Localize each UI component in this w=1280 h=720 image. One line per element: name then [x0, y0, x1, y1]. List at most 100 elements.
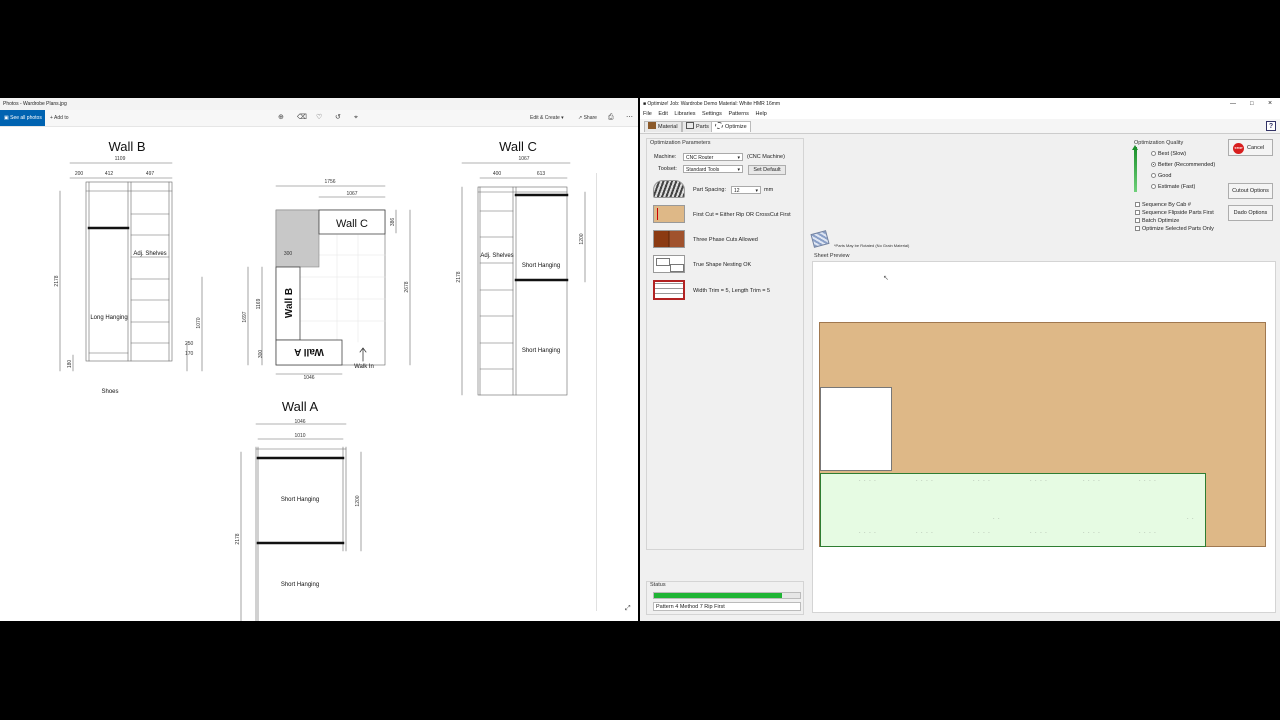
- part-marks: · · · ·: [1083, 478, 1101, 484]
- wall-b-dim-5: 1070: [196, 317, 202, 328]
- share-label: Share: [583, 115, 597, 121]
- rip-line: [657, 208, 658, 220]
- cancel-button[interactable]: STOP Cancel: [1228, 139, 1273, 156]
- nesting-icon[interactable]: [653, 255, 685, 273]
- wall-b-label-2: Shoes: [101, 389, 118, 395]
- quality-arrow: [1134, 147, 1137, 192]
- minimize-icon[interactable]: —: [1230, 101, 1236, 107]
- maximize-icon[interactable]: □: [1250, 101, 1254, 107]
- option-first-cut[interactable]: First Cut = Either Rip OR CrossCut First: [693, 212, 791, 218]
- option-three-phase[interactable]: Three Phase Cuts Allowed: [693, 237, 758, 243]
- rotate-icon[interactable]: ↺: [335, 114, 341, 121]
- quality-radio-3[interactable]: [1151, 184, 1156, 189]
- favorite-icon[interactable]: ♡: [316, 114, 323, 121]
- cutout-options-button[interactable]: Cutout Options: [1228, 183, 1273, 199]
- tab-parts[interactable]: Parts: [682, 121, 713, 132]
- set-default-button[interactable]: Set Default: [748, 165, 786, 175]
- floor-dim-0: 1756: [324, 179, 335, 185]
- toolset-select[interactable]: Standard Tools: [683, 165, 743, 174]
- sheet: · · · · · · · · · · · · · · · · · · · · …: [819, 322, 1266, 547]
- wall-b-dim-7: 250: [185, 341, 194, 347]
- part-spacing-unit: mm: [764, 187, 774, 193]
- edit-create-button[interactable]: Edit & Create ▾: [530, 115, 564, 121]
- wall-b-dim-0: 1109: [115, 156, 126, 162]
- menu-settings[interactable]: Settings: [702, 111, 722, 117]
- quality-radio-2[interactable]: [1151, 173, 1156, 178]
- tab-parts-label: Parts: [696, 124, 709, 130]
- tab-optimize-label: Optimize: [725, 124, 747, 130]
- menu-libraries[interactable]: Libraries: [674, 111, 696, 117]
- see-all-photos-button[interactable]: ▣ See all photos: [0, 110, 45, 126]
- checkbox-sequence-flipside[interactable]: [1135, 210, 1140, 215]
- option-true-shape[interactable]: True Shape Nesting OK: [693, 262, 752, 268]
- photos-title: Photos - Wardrobe Plans.jpg: [3, 101, 67, 107]
- checkbox-selected-only[interactable]: [1135, 226, 1140, 231]
- crop-icon[interactable]: ⌖: [354, 114, 358, 121]
- app-icon: ■: [643, 101, 647, 107]
- machine-note: (CNC Machine): [747, 154, 785, 160]
- progress-bar: [653, 592, 801, 599]
- menu-file[interactable]: File: [643, 111, 652, 117]
- material-icon: [648, 122, 656, 129]
- floor-dim-2: 386: [390, 218, 396, 227]
- sheet-preview-title: Sheet Preview: [814, 253, 850, 259]
- see-all-label: See all photos: [10, 115, 42, 121]
- tab-material[interactable]: Material: [644, 121, 682, 132]
- more-icon[interactable]: ⋯: [626, 114, 633, 121]
- wall-c-title: Wall C: [499, 139, 537, 154]
- quality-label-0: Best (Slow): [1158, 151, 1187, 157]
- part-marks: · · · ·: [859, 478, 877, 484]
- walk-in-arrow-icon: [359, 347, 367, 362]
- parts-icon: [686, 122, 694, 129]
- rotate-note: *Parts May be Rotated (No Grain Material…: [834, 243, 910, 248]
- photos-icon: ▣: [4, 115, 11, 121]
- part-marks: · ·: [993, 516, 1001, 522]
- wall-c-dim-3: 2178: [456, 271, 462, 282]
- quality-arrow-head-icon: [1132, 145, 1138, 150]
- quality-title: Optimization Quality: [1134, 140, 1184, 146]
- menu-edit[interactable]: Edit: [658, 111, 668, 117]
- first-cut-icon[interactable]: [653, 205, 685, 223]
- photos-toolbar: ▣ See all photos + Add to ⊕ ⌫ ♡ ↺ ⌖ Edit…: [0, 110, 638, 127]
- quality-label-2: Good: [1158, 173, 1172, 179]
- offcut-part: [820, 387, 892, 471]
- checkbox-batch-optimize[interactable]: [1135, 218, 1140, 223]
- add-to-button[interactable]: + Add to: [50, 115, 69, 121]
- toolset-label: Toolset:: [658, 166, 677, 172]
- floor-dim-1: 1067: [346, 191, 357, 197]
- checkbox-label-1: Sequence Flipside Parts First: [1142, 210, 1214, 216]
- option-trim[interactable]: Width Trim = 5, Length Trim = 5: [693, 288, 771, 294]
- dado-options-button[interactable]: Dado Options: [1228, 205, 1273, 221]
- share-button[interactable]: ↗ Share: [578, 115, 597, 121]
- checkbox-sequence-cab[interactable]: [1135, 202, 1140, 207]
- quality-radio-0[interactable]: [1151, 151, 1156, 156]
- wall-a-dim-0: 1046: [294, 419, 305, 425]
- part-spacing-label: Part Spacing:: [693, 187, 727, 193]
- delete-icon[interactable]: ⌫: [297, 114, 307, 121]
- expand-icon[interactable]: ⤢: [625, 605, 631, 612]
- quality-radio-1[interactable]: [1151, 162, 1156, 167]
- trim-icon[interactable]: [653, 280, 685, 300]
- optimizer-title: Optimize! Job: Wardrobe Demo Material: W…: [647, 101, 781, 107]
- wall-b-label-1: Long Hanging: [90, 315, 127, 321]
- photos-window: Photos - Wardrobe Plans.jpg ▣ See all ph…: [0, 98, 638, 621]
- three-phase-icon[interactable]: [653, 230, 685, 248]
- machine-select[interactable]: CNC Router: [683, 153, 743, 162]
- tab-optimize[interactable]: Optimize: [711, 121, 751, 132]
- floor-label-1: Wall B: [284, 288, 295, 318]
- wall-b-label-0: Adj. Shelves: [133, 251, 166, 257]
- zoom-icon[interactable]: ⊕: [278, 114, 284, 121]
- help-icon[interactable]: ?: [1266, 121, 1276, 131]
- wall-a-dim-1: 1010: [294, 433, 305, 439]
- placed-part: · · · · · · · · · · · · · · · · · · · · …: [820, 473, 1206, 547]
- menu-help[interactable]: Help: [755, 111, 767, 117]
- machine-value: CNC Router: [686, 155, 714, 161]
- wall-b-title: Wall B: [108, 139, 145, 154]
- menu-patterns[interactable]: Patterns: [728, 111, 749, 117]
- machine-label: Machine:: [654, 154, 677, 160]
- print-icon[interactable]: ⎙: [608, 114, 614, 121]
- part-spacing-input[interactable]: 12: [731, 186, 761, 195]
- nest-shape-b: [670, 264, 684, 272]
- status-text-value: Pattern 4 Method 7 Rip First: [656, 604, 725, 610]
- close-icon[interactable]: ×: [1268, 100, 1273, 107]
